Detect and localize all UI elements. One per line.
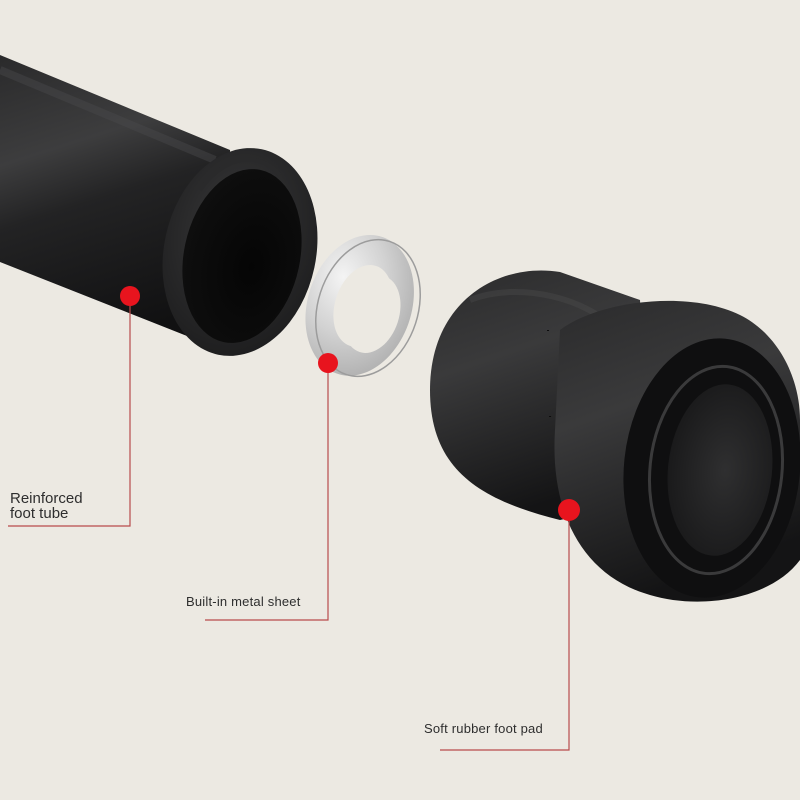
label-soft-rubber-foot-pad: Soft rubber foot pad [424, 722, 543, 735]
marker-dot-sheet [318, 353, 338, 373]
callout-pad [440, 499, 580, 750]
foot-tube [0, 55, 336, 371]
callout-sheet [205, 353, 338, 620]
marker-dot-tube [120, 286, 140, 306]
rubber-foot-pad [430, 270, 800, 606]
leader-line-sheet [205, 364, 328, 620]
marker-dot-pad [558, 499, 580, 521]
label-built-in-metal-sheet: Built-in metal sheet [186, 595, 301, 608]
label-reinforced-foot-tube: Reinforced foot tube [10, 491, 83, 521]
leader-line-pad [440, 512, 569, 750]
